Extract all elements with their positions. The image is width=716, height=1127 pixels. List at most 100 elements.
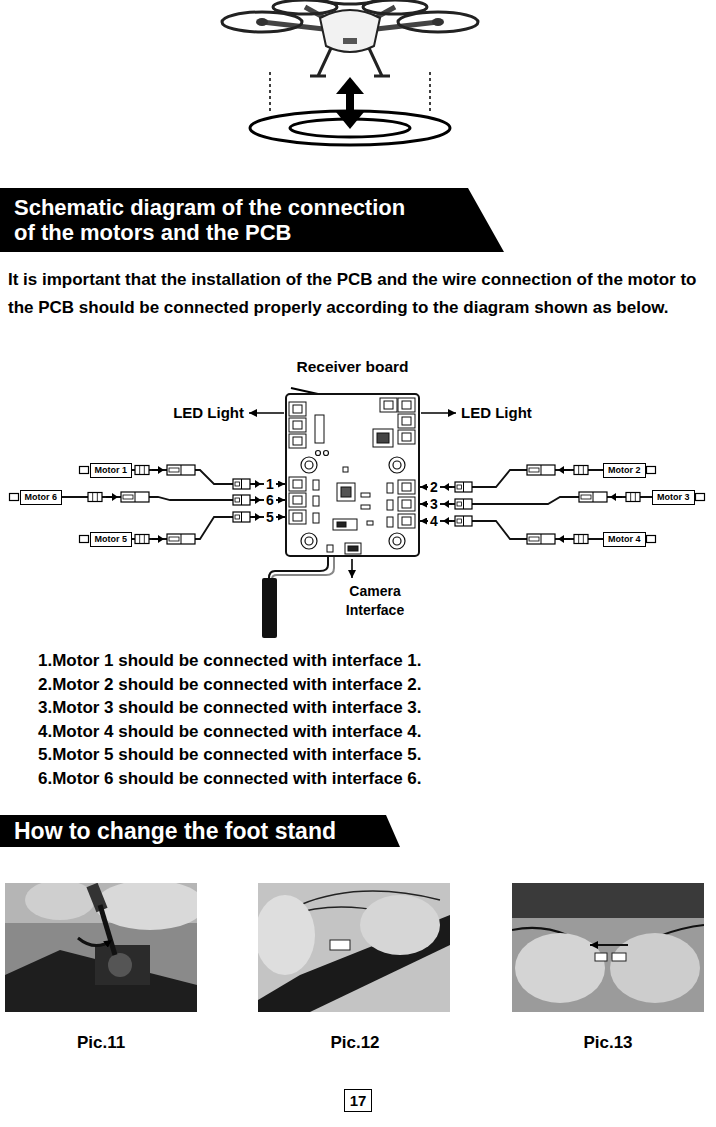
photo <box>512 883 704 1012</box>
plug-in-arrow <box>563 538 570 540</box>
plug-in-arrow <box>255 513 261 521</box>
photo <box>330 940 350 950</box>
wire-socket <box>463 499 464 509</box>
mounting-hole <box>389 533 405 549</box>
instruction-paragraph: It is important that the installation of… <box>8 266 714 322</box>
photo-caption: Pic.11 <box>77 1033 125 1053</box>
board-component <box>402 417 411 425</box>
motor-shaft <box>647 467 656 474</box>
photo <box>515 933 605 1003</box>
board-component <box>387 500 393 510</box>
photo <box>78 938 112 946</box>
photo <box>258 883 450 1012</box>
board-component <box>398 480 415 494</box>
camera-cable <box>272 557 334 579</box>
motor-box: Motor 4 <box>603 532 646 547</box>
plug-in-arrow <box>255 480 261 488</box>
wire-socket <box>463 482 464 492</box>
motor-name: Motor 2 <box>608 465 641 476</box>
photo <box>610 933 700 1003</box>
board-component <box>398 514 415 528</box>
wire-plug <box>574 535 588 544</box>
motor-box: Motor 1 <box>90 463 133 478</box>
wire-plug <box>626 493 640 502</box>
drone-illustration <box>256 18 268 26</box>
board-component <box>293 480 302 488</box>
drone-illustration <box>432 18 444 26</box>
motor-box: Motor 5 <box>90 532 133 547</box>
wire-socket <box>235 498 240 502</box>
photo <box>590 944 628 946</box>
board-component <box>293 513 302 521</box>
list-item: 3.Motor 3 should be connected with inter… <box>38 698 422 718</box>
board-component <box>377 433 389 443</box>
board-component <box>313 513 319 523</box>
plug-in-arrow <box>443 500 452 508</box>
drone-illustration <box>222 0 478 76</box>
board-component <box>337 483 355 501</box>
wire-socket <box>235 482 240 486</box>
mounting-hole <box>393 461 401 469</box>
wire-socket <box>463 516 464 526</box>
plug-in-arrow <box>106 493 118 501</box>
wire-socket <box>455 499 472 509</box>
wire-socket <box>455 499 472 509</box>
hover-symbol <box>250 72 450 145</box>
photo <box>512 883 704 918</box>
list-item: 4.Motor 4 should be connected with inter… <box>38 722 422 742</box>
board-component <box>313 496 319 506</box>
board-component <box>315 415 324 443</box>
wire-socket <box>135 492 136 502</box>
mounting-hole <box>324 451 329 456</box>
board-component <box>327 545 333 552</box>
wire-socket <box>233 512 250 522</box>
camera-cable <box>351 559 353 578</box>
board-component <box>398 430 415 444</box>
plug-in-arrow <box>443 517 449 525</box>
board-component <box>289 402 306 416</box>
photo <box>108 953 132 977</box>
board-component <box>384 401 393 409</box>
board-component <box>387 483 393 493</box>
board-component <box>345 543 361 554</box>
wire-socket <box>457 519 462 523</box>
wire-socket <box>455 482 472 492</box>
wire-plug <box>574 535 588 544</box>
board-component <box>380 398 397 412</box>
wire-plug <box>574 466 588 475</box>
board-component <box>289 477 306 491</box>
wire-socket <box>169 537 179 541</box>
motor-name: Motor 4 <box>608 534 641 545</box>
plug-in-arrow <box>558 535 570 543</box>
wire-socket <box>579 492 607 502</box>
motor-shaft <box>80 467 89 474</box>
receiver-board: Receiver board <box>285 393 420 557</box>
plug-in-arrow <box>558 466 564 474</box>
wire-socket <box>241 495 242 505</box>
hover-symbol <box>346 92 354 114</box>
wire-socket <box>529 468 539 472</box>
mounting-hole <box>301 533 317 549</box>
camera-cable <box>262 578 277 638</box>
page-number: 17 <box>350 1091 367 1110</box>
wire-socket <box>121 492 149 502</box>
board-component <box>398 497 415 511</box>
motor-box: Motor 3 <box>652 490 695 505</box>
wire-socket <box>121 492 149 502</box>
board-component <box>398 398 415 412</box>
section-banner: Schematic diagram of the connection of t… <box>0 188 504 252</box>
hover-symbol <box>336 77 364 94</box>
board-component <box>361 505 370 509</box>
led-label: LED Light <box>461 404 532 422</box>
motor-box: Motor 2 <box>603 463 646 478</box>
hover-symbol <box>269 72 271 114</box>
board-component <box>289 510 306 524</box>
wire-plug <box>88 493 102 502</box>
board-components <box>287 395 418 555</box>
board-component <box>293 437 302 445</box>
wire-socket <box>455 516 472 526</box>
wire-socket <box>169 468 179 472</box>
wire-socket <box>241 479 242 489</box>
photo <box>100 905 115 955</box>
